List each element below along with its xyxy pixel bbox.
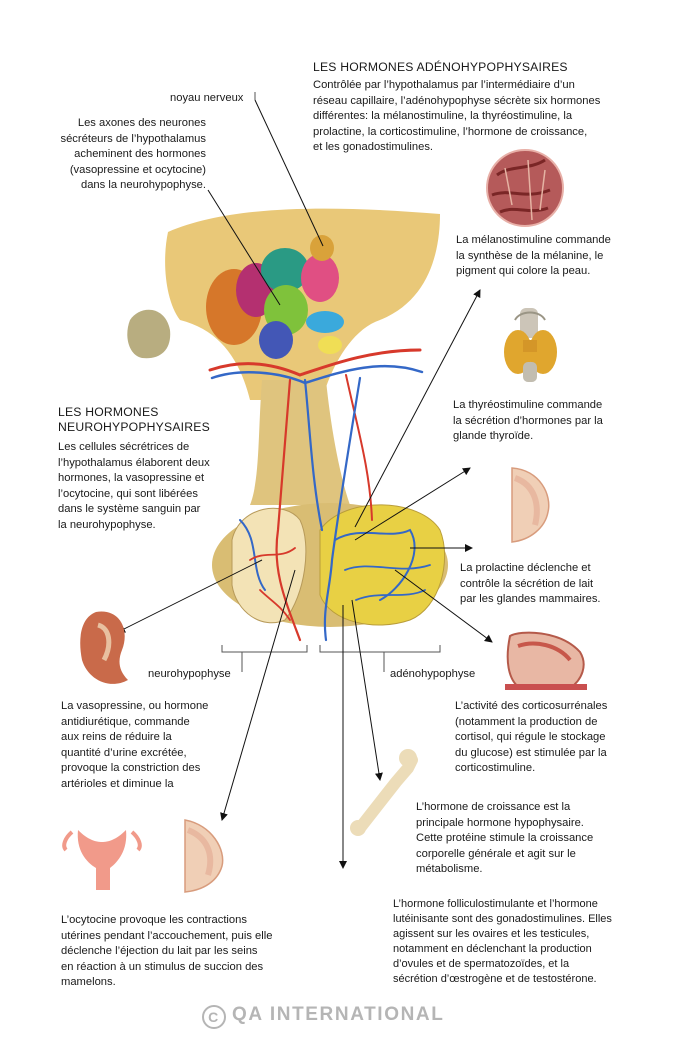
brackets	[221, 92, 441, 672]
noyau-nerveux-label: noyau nerveux	[170, 92, 244, 104]
melanostimuline-text: La mélanostimuline commande la synthèse …	[456, 234, 611, 278]
corticostimuline-text: L’activité des corticosurrénales (notamm…	[455, 700, 608, 775]
axones-text: Les axones des neurones sécréteurs de l’…	[60, 117, 206, 192]
thyroid-illustration	[504, 308, 557, 382]
prolactine-text: La prolactine déclenche et contrôle la s…	[460, 562, 601, 606]
neuro-description: Les cellules sécrétrices de l’hypothalam…	[58, 441, 210, 531]
breast-illustration-2	[184, 819, 224, 893]
noyau-teal	[261, 248, 309, 292]
copyright-watermark: C QA INTERNATIONAL	[202, 1004, 444, 1029]
gonadostimulines-text: L’hormone folliculostimulante et l’hormo…	[393, 898, 612, 985]
neuro-heading: LES HORMONES NEUROHYPOPHYSAIRES	[58, 405, 210, 434]
adrenal-illustration	[505, 631, 587, 690]
adenohypophyse-label: adénohypophyse	[390, 668, 476, 680]
kidney-illustration	[80, 611, 128, 684]
neurohypophyse-label: neurohypophyse	[148, 668, 231, 680]
leader-lines	[117, 99, 493, 869]
ocytocine-text: L’ocytocine provoque les contractions ut…	[61, 914, 273, 989]
blood-vessels	[208, 348, 431, 642]
adeno-heading: LES HORMONES ADÉNOHYPOPHYSAIRES	[313, 60, 568, 74]
copyright-icon: C	[202, 1005, 226, 1029]
noyau-pink	[301, 254, 339, 302]
noyau-yellow	[310, 235, 334, 261]
noyau-navy	[259, 321, 293, 359]
bone-illustration	[350, 749, 418, 836]
vasopressine-text: La vasopressine, ou hormone antidiurétiq…	[61, 700, 209, 790]
croissance-text: L’hormone de croissance est la principal…	[416, 801, 594, 876]
noyau-lightyellow	[318, 336, 342, 354]
breast-illustration-1	[511, 467, 550, 543]
pituitary-stalk	[250, 380, 350, 505]
thyreostimuline-text: La thyréostimuline commande la sécrétion…	[453, 399, 603, 443]
adeno-description: Contrôlée par l’hypothalamus par l’inter…	[313, 79, 601, 154]
skin-illustration	[486, 149, 564, 227]
noyau-blue	[306, 311, 344, 333]
uterus-illustration	[62, 830, 142, 890]
watermark-text: QA INTERNATIONAL	[232, 1004, 445, 1025]
